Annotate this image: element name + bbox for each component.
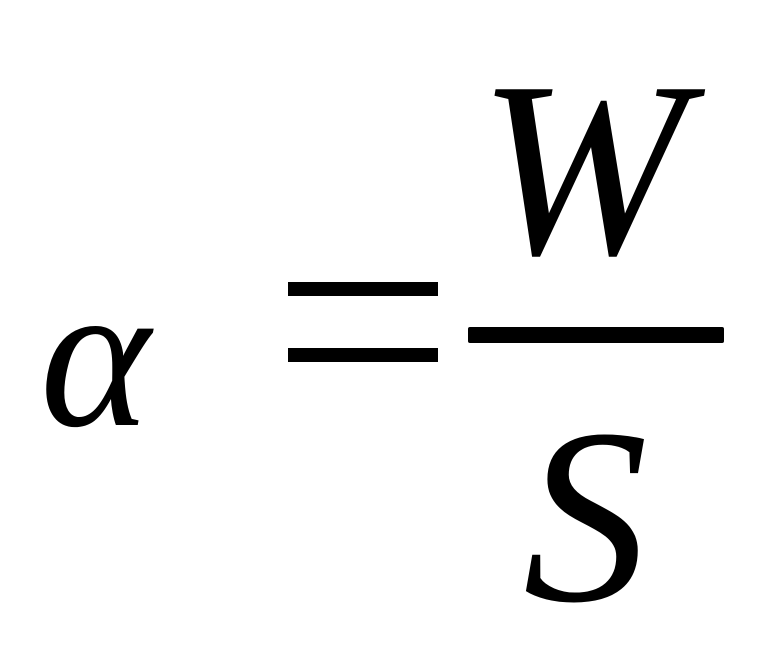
equals-bar-bottom xyxy=(288,348,438,362)
fraction-numerator: W xyxy=(478,31,687,308)
equals-bar-top xyxy=(288,282,438,296)
alpha-symbol: α xyxy=(40,239,151,471)
equals-sign xyxy=(288,282,438,362)
fraction-bar xyxy=(468,327,724,343)
fraction-denominator: S xyxy=(523,378,648,655)
